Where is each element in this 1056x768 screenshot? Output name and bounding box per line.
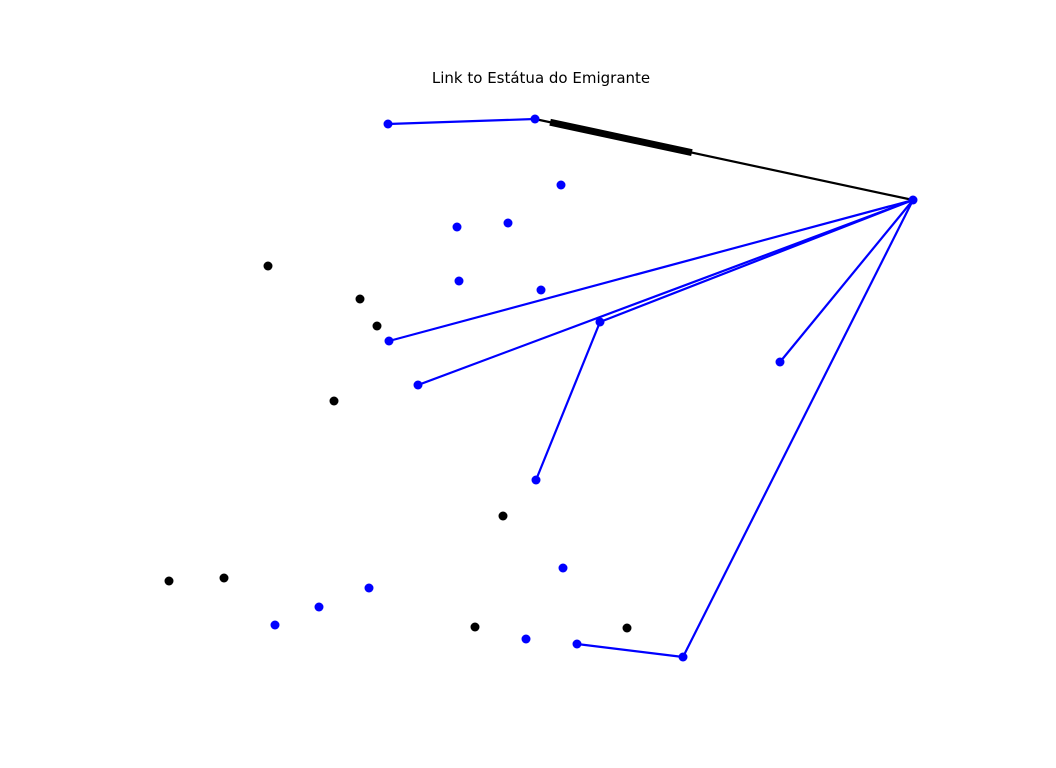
node-n3	[908, 195, 918, 205]
node-n7	[454, 276, 464, 286]
node-n29	[622, 623, 632, 633]
edge-n3-n9	[388, 198, 914, 343]
node-n23	[372, 321, 382, 331]
node-n15	[364, 583, 374, 593]
node-n1	[383, 119, 393, 129]
edge-arrow-n2-n3	[549, 118, 693, 157]
node-n28	[470, 622, 480, 632]
node-n27	[219, 573, 229, 583]
node-n22	[355, 294, 365, 304]
node-n24	[329, 396, 339, 406]
node-n17	[270, 620, 280, 630]
edge-n3-n10	[599, 198, 914, 324]
node-n26	[164, 576, 174, 586]
node-n20	[678, 652, 688, 662]
node-n6	[503, 218, 513, 228]
node-n5	[452, 222, 462, 232]
edge-n1-n2	[387, 117, 536, 126]
node-n4	[556, 180, 566, 190]
edge-n3-n12	[779, 199, 914, 363]
node-n25	[498, 511, 508, 521]
node-n9	[384, 336, 394, 346]
node-n13	[531, 475, 541, 485]
edge-layer	[387, 117, 914, 659]
node-n2	[530, 114, 540, 124]
node-layer	[164, 114, 918, 662]
node-n8	[536, 285, 546, 295]
node-n19	[572, 639, 582, 649]
edge-n10-n13	[534, 321, 602, 481]
edge-n3-n11	[417, 198, 914, 387]
edge-n19-n20	[576, 642, 684, 659]
node-n12	[775, 357, 785, 367]
edge-n3-n20	[682, 199, 914, 658]
node-n16	[314, 602, 324, 612]
node-n11	[413, 380, 423, 390]
node-n21	[263, 261, 273, 271]
node-n18	[521, 634, 531, 644]
node-n14	[558, 563, 568, 573]
node-n10	[595, 317, 605, 327]
diagram-title: Link to Estátua do Emigrante	[431, 69, 651, 87]
